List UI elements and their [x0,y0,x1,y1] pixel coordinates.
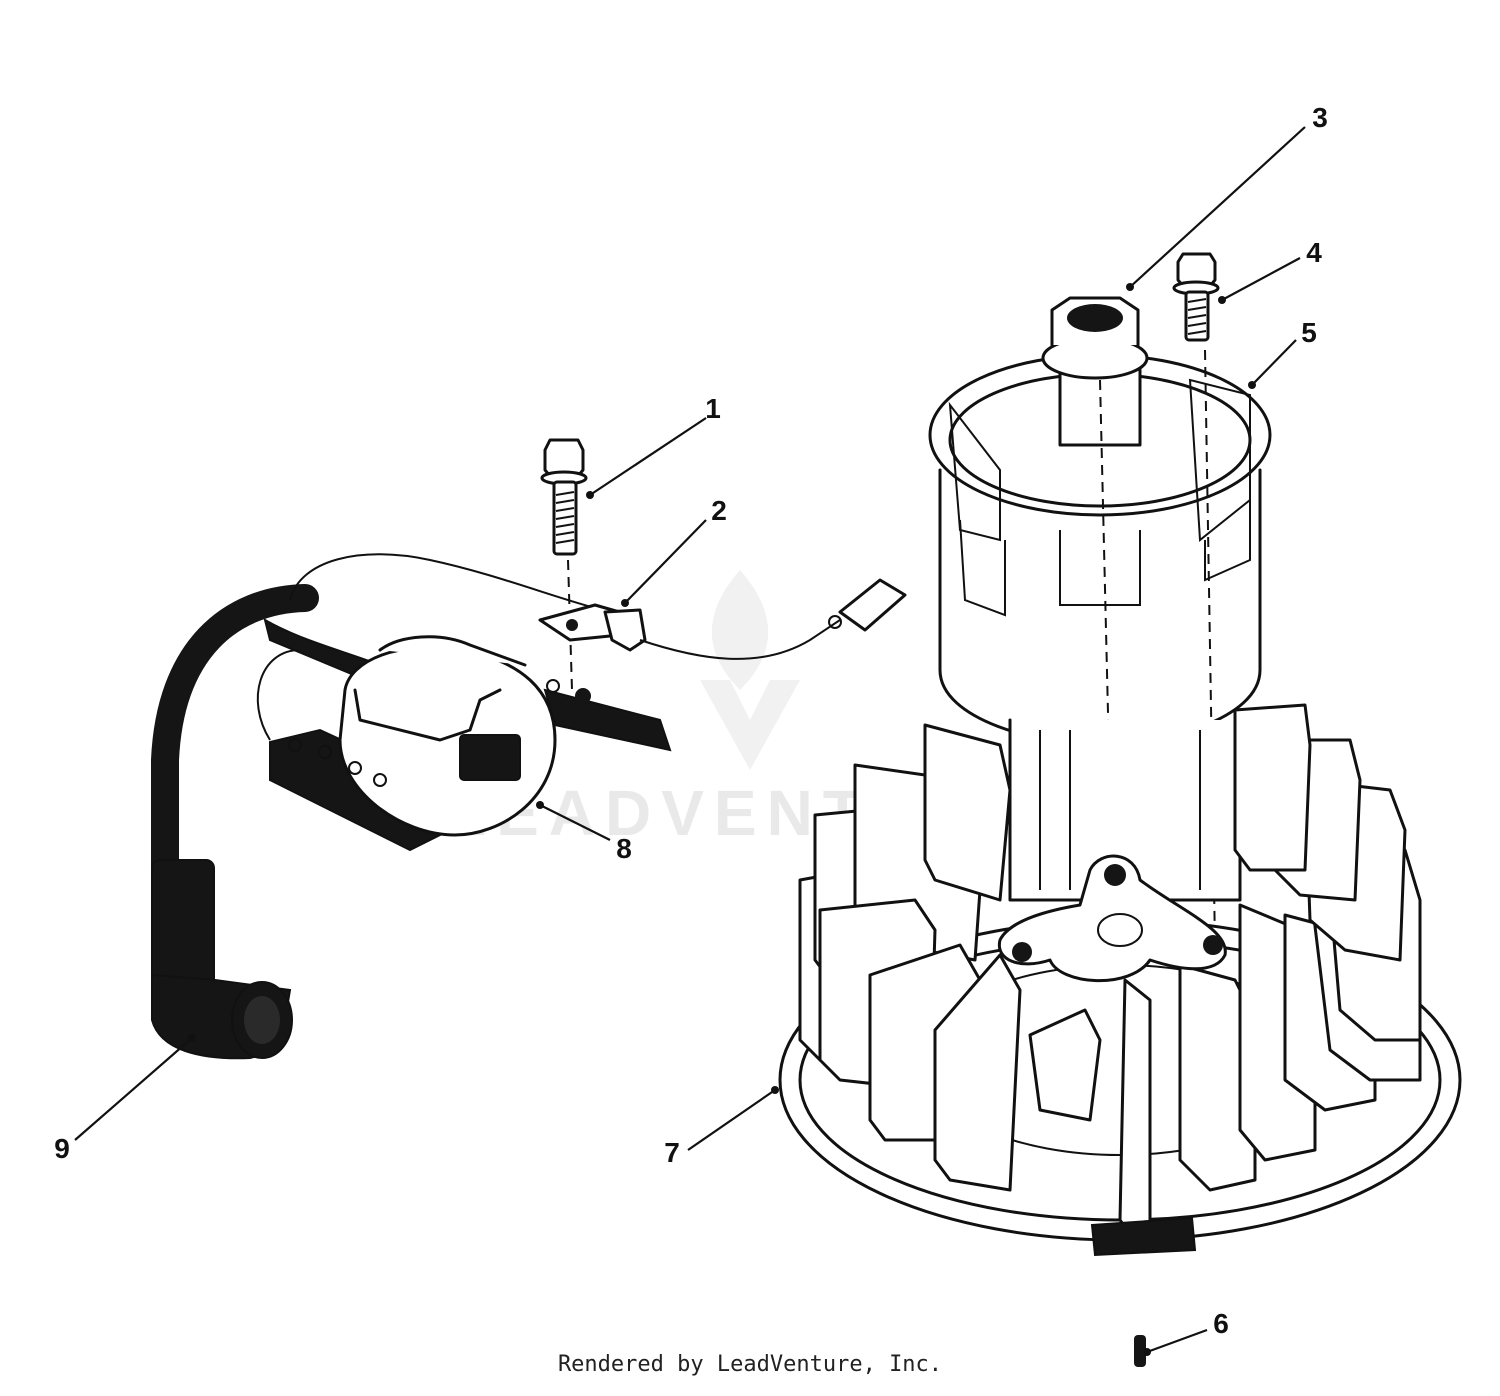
watermark-logo [700,570,800,770]
callout-6: 6 [1213,1308,1229,1339]
leader-lines [74,126,1306,1356]
callout-5: 5 [1301,317,1317,348]
callout-1: 1 [705,393,721,424]
flywheel [778,703,1462,1257]
leader-2 [624,519,707,604]
leader-6 [1146,1328,1208,1354]
leader-9 [74,1037,193,1141]
leader-5 [1251,339,1297,386]
flywheel-key [1134,1335,1146,1367]
callout-8: 8 [616,833,632,864]
spark-plug-boot [151,584,319,1060]
leader-1 [589,417,707,496]
flywheel-nut [1041,296,1149,881]
bolt-1 [540,438,588,691]
leader-3 [1129,126,1306,288]
leader-8 [539,804,611,841]
callout-3: 3 [1312,102,1328,133]
callout-9: 9 [54,1133,70,1164]
callout-7: 7 [664,1137,680,1168]
callout-2: 2 [711,495,727,526]
footer-credit: Rendered by LeadVenture, Inc. [557,1352,943,1377]
ignition-module [256,553,672,852]
leader-7 [687,1089,776,1151]
callout-4: 4 [1306,237,1322,268]
callout-labels: 1 2 3 4 5 6 7 8 9 [54,102,1328,1339]
leader-4 [1221,257,1301,301]
bolt-4 [1172,252,1220,946]
ground-terminal [538,578,907,660]
